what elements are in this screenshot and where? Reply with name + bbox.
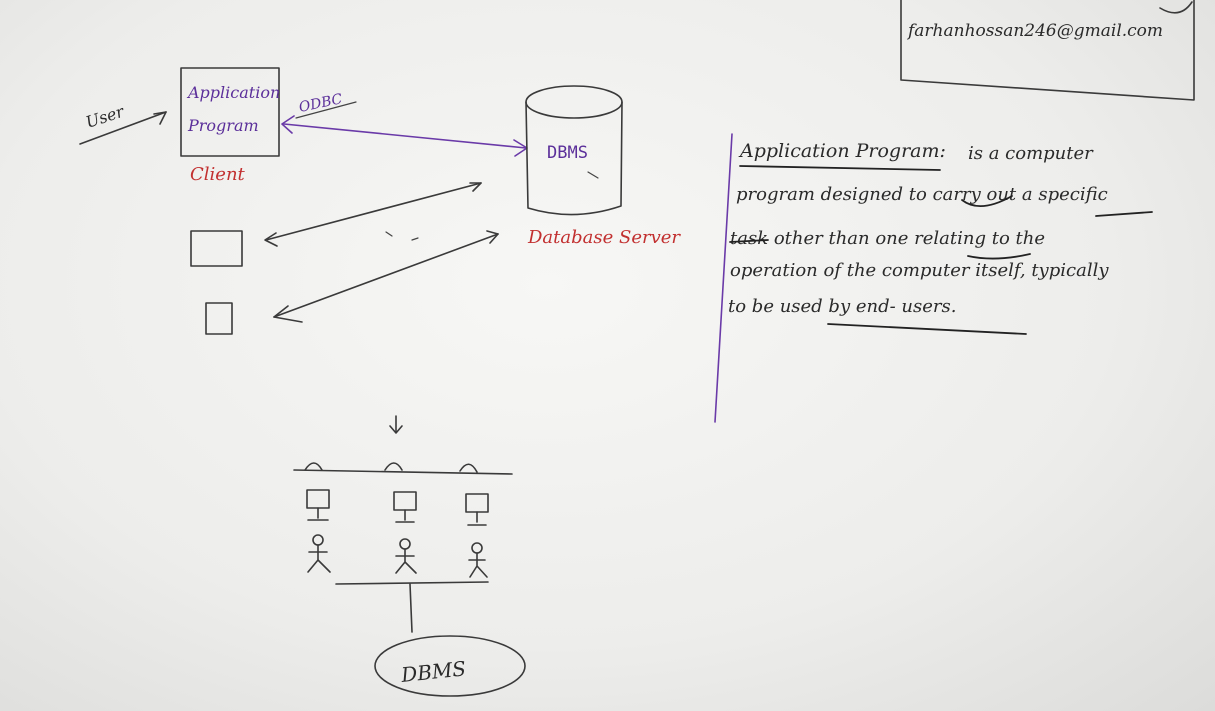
dbms-cylinder: DBMS (525, 85, 623, 216)
bottom-dbms-label: DBMS (399, 656, 467, 687)
odbc-arrow: ODBC (281, 91, 528, 157)
definition-line-2: program designed to carry out a specific (736, 184, 1108, 205)
user-label: User (83, 101, 127, 131)
application-program-box: Application Program (180, 67, 280, 157)
definition-line-1: is a computer (968, 143, 1094, 164)
database-server-label: Database Server (527, 227, 681, 248)
computer-icon (465, 493, 489, 526)
client-box-3 (205, 302, 233, 335)
definition-block: Application Program: is a computer progr… (728, 140, 1153, 335)
definition-term: Application Program: (738, 140, 946, 162)
person-icon (468, 542, 488, 578)
client-box-2 (190, 230, 243, 267)
client-label: Client (190, 164, 246, 185)
person-icon (395, 538, 417, 574)
app-box-line2: Program (187, 116, 259, 135)
definition-line-5: to be used by end- users. (728, 296, 956, 317)
computer-icon (306, 489, 330, 521)
app-box-line1: Application (186, 83, 280, 102)
client-arrows (264, 182, 499, 323)
divider-line (714, 133, 733, 423)
computer-icon (393, 491, 417, 523)
person-icon (307, 534, 331, 573)
odbc-label: ODBC (298, 91, 345, 116)
email-text: farhanhossan246@gmail.com (906, 21, 1163, 41)
dbms-label: DBMS (547, 143, 588, 163)
definition-line-3: task other than one relating to the (730, 228, 1045, 249)
email-box: farhanhossan246@gmail.com (900, 0, 1195, 101)
network-diagram: DBMS (293, 415, 526, 697)
user-arrow: User (79, 101, 167, 145)
definition-line-4: operation of the computer itself, typica… (730, 260, 1109, 281)
